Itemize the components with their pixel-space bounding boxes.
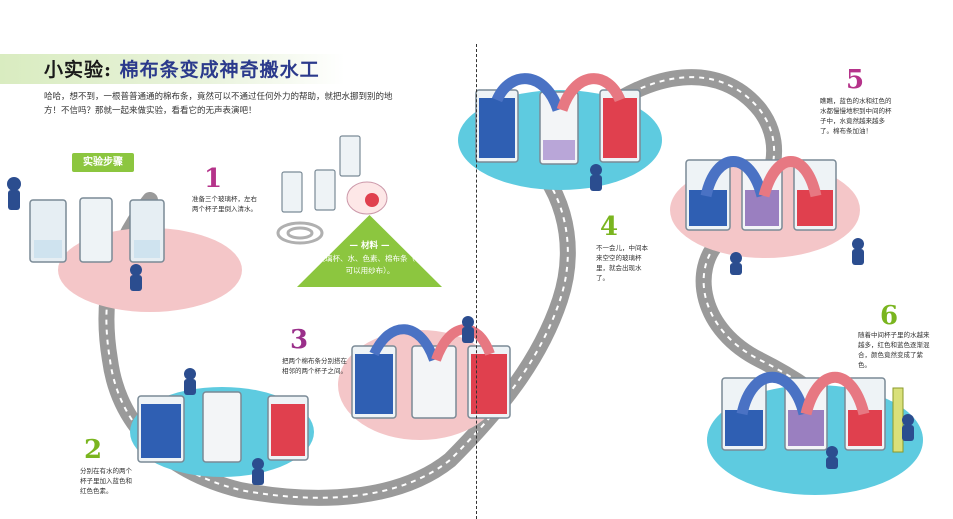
materials-body: 玻璃杯、水、色素、棉布条（也可以用纱布）。 [317,254,423,275]
step-2-number: 2 [84,435,103,465]
step4-cups [475,73,641,165]
step5-cups [685,156,837,231]
page-divider [476,44,477,519]
title-main: 棉布条变成神奇搬水工 [119,59,320,81]
step-1-text: 准备三个玻璃杯，左右两个杯子里倒入清水。 [192,195,257,213]
materials-title: — 材料 — [349,241,390,251]
step-1-number: 1 [204,164,223,194]
step-3-text: 把两个棉布条分别搭在相邻的两个杯子之间。 [282,357,347,375]
materials-panel: — 材料 — 玻璃杯、水、色素、棉布条（也可以用纱布）。 [297,215,442,287]
step-6-text: 随着中间杯子里的水越来越多，红色和蓝色逐渐混合，颜色竟然变成了紫色。 [858,331,930,369]
title-prefix: 小实验: [44,59,113,81]
steps-tag: 实验步骤 [72,153,134,172]
step3-cups [351,324,511,419]
step-5-text: 瞧瞧，蓝色的水和红色的水都慢慢地积到中间的杯子中，水竟然越来越多了。棉布条加油！ [820,97,892,135]
step-6-number: 6 [880,301,899,331]
step2-cups [137,391,309,463]
ruler-icon [892,387,904,453]
step6-cups [721,371,904,453]
intro-text: 哈哈，想不到，一根普普通通的棉布条，竟然可以不通过任何外力的帮助，就把水挪到别的… [44,92,393,116]
step-4-text: 不一会儿，中间本来空空的玻璃杯里，就会出现水了。 [596,244,648,282]
step-5-number: 5 [846,65,865,95]
page-title: 小实验: 棉布条变成神奇搬水工 [44,55,320,82]
title-banner [0,54,345,84]
materials-cups [276,135,388,245]
step-4-number: 4 [600,212,619,242]
step-2-text: 分别在有水的两个杯子里加入蓝色和红色色素。 [80,467,132,495]
step1-cups [29,197,165,263]
cartoon-helpers [7,164,914,485]
step-3-number: 3 [290,325,309,355]
